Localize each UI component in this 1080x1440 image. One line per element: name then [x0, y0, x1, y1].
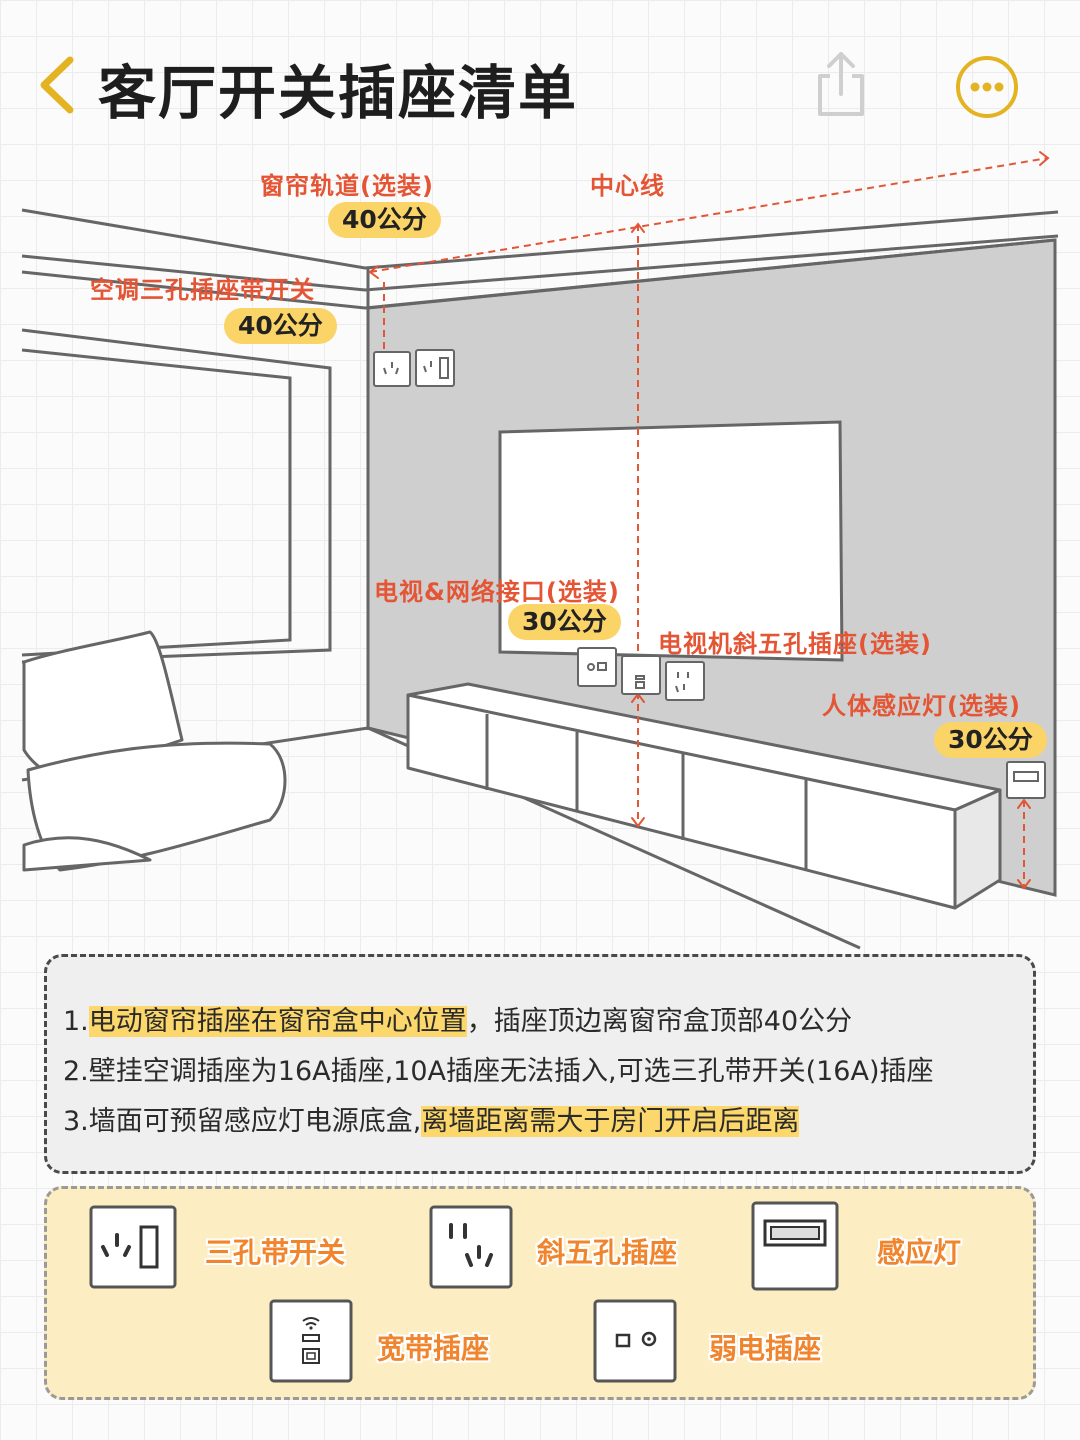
curtain-track-label: 窗帘轨道(选装) [260, 172, 434, 200]
note-1: 1.电动窗帘插座在窗帘盒中心位置，插座顶边离窗帘盒顶部40公分 [63, 1006, 853, 1037]
ceiling-lines [21, 208, 1059, 310]
back-button[interactable] [30, 50, 90, 120]
legend-label-sensor-light: 感应灯 [877, 1236, 962, 1269]
ac-socket-label: 空调三孔插座带开关 [90, 276, 315, 304]
center-line-label: 中心线 [590, 172, 665, 200]
tv-wall-sockets [577, 647, 705, 701]
ac-distance-badge: 40公分 [224, 308, 337, 344]
sensor-light-icon [751, 1201, 839, 1291]
page-title: 客厅开关插座清单 [98, 59, 579, 127]
tv-network-distance-badge: 30公分 [508, 604, 621, 640]
notes-box: 1.电动窗帘插座在窗帘盒中心位置，插座顶边离窗帘盒顶部40公分 2.壁挂空调插座… [44, 954, 1036, 1174]
sensor-light-label: 人体感应灯(选装) [822, 692, 1021, 720]
note-3: 3.墙面可预留感应灯电源底盒,离墙距离需大于房门开启后距离 [63, 1106, 800, 1137]
curtain-distance-badge: 40公分 [328, 202, 441, 238]
legend-box: 三孔带开关 斜五孔插座 感应灯 宽带插座 弱电插座 [44, 1186, 1036, 1400]
sensor-light-box [1006, 761, 1046, 799]
more-dots-icon [970, 82, 1004, 92]
sensor-distance-badge: 30公分 [934, 722, 1047, 758]
living-room-illustration [21, 151, 1059, 950]
ac-socket [373, 349, 455, 387]
tv-screen [498, 420, 844, 662]
legend-label-weak-current: 弱电插座 [709, 1332, 822, 1365]
broadband-socket-icon [269, 1299, 353, 1383]
note-2: 2.壁挂空调插座为16A插座,10A插座无法插入,可选三孔带开关(16A)插座 [63, 1056, 934, 1087]
note-1-highlight: 电动窗帘插座在窗帘盒中心位置 [88, 1006, 467, 1037]
share-button[interactable] [808, 48, 874, 122]
five-hole-socket-icon [429, 1205, 513, 1289]
three-hole-switch-icon [89, 1205, 177, 1289]
tv-cabinet [406, 682, 1002, 910]
arrow-heads [368, 151, 1050, 890]
chevron-left-icon [40, 56, 74, 114]
window [21, 328, 332, 664]
more-options-button[interactable] [956, 56, 1018, 118]
legend-label-switch-socket: 三孔带开关 [205, 1236, 346, 1269]
weak-current-socket-icon [593, 1299, 677, 1383]
tv-socket-label: 电视机斜五孔插座(选装) [658, 630, 932, 658]
dimension-lines [369, 157, 1049, 888]
legend-label-five-hole: 斜五孔插座 [537, 1236, 678, 1269]
tv-network-label: 电视&网络接口(选装) [374, 578, 620, 606]
sofa [22, 630, 287, 872]
note-3-highlight: 离墙距离需大于房门开启后距离 [421, 1106, 800, 1137]
share-icon [818, 52, 864, 116]
legend-label-broadband: 宽带插座 [377, 1332, 490, 1365]
